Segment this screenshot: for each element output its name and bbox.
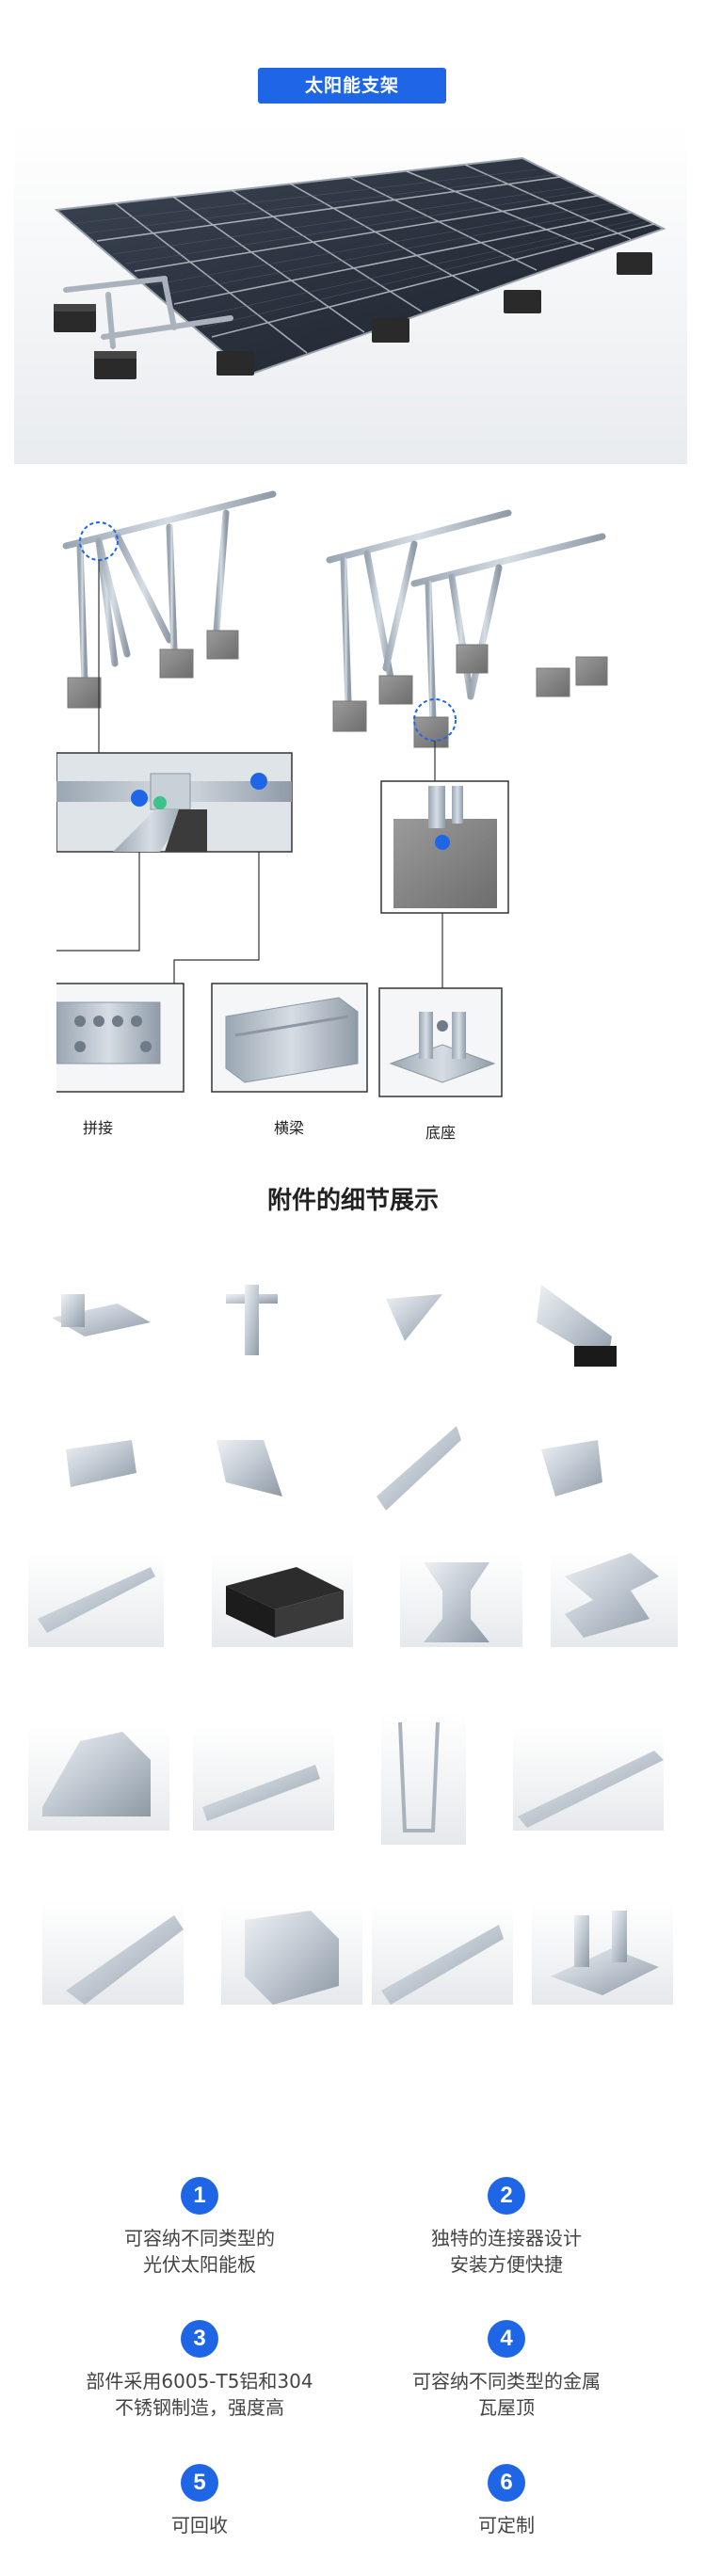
feature-1-number: 1 <box>181 2177 218 2215</box>
feature-5-badge: 5 <box>181 2464 218 2502</box>
beam-label: 横梁 <box>273 1119 304 1137</box>
base-label: 底座 <box>425 1124 456 1142</box>
feature-3-badge: 3 <box>181 2320 218 2358</box>
feature-4-number: 4 <box>488 2320 525 2358</box>
feature-3-text: 部件采用6005-T5铝和304 不锈钢制造，强度高 <box>86 2370 313 2419</box>
feature-4-text: 可容纳不同类型的金属 瓦屋顶 <box>412 2370 601 2419</box>
solar-array-image <box>14 120 687 464</box>
feature-2-number: 2 <box>488 2177 525 2215</box>
feature-1-badge: 1 <box>181 2177 218 2215</box>
feature-3-number: 3 <box>181 2320 218 2358</box>
structure-drawing <box>37 490 608 1097</box>
feature-6-number: 6 <box>488 2464 525 2502</box>
feature-6-text: 可定制 <box>478 2514 535 2536</box>
splice-label: 拼接 <box>82 1119 113 1137</box>
feature-5-text: 可回收 <box>171 2514 228 2536</box>
accessories-drawing <box>23 1285 682 2005</box>
feature-5-number: 5 <box>181 2464 218 2502</box>
feature-2-text: 独特的连接器设计 安装方便快捷 <box>431 2227 582 2276</box>
structure-diagram: 拼接 横梁 底座 <box>37 471 659 1186</box>
accessories-title: 附件的细节展示 <box>266 1187 439 1215</box>
feature-6-badge: 6 <box>488 2464 525 2502</box>
accessories-grid <box>23 1252 682 2174</box>
feature-4-badge: 4 <box>488 2320 525 2358</box>
title-badge: 太阳能支架 <box>258 68 446 104</box>
feature-1-text: 可容纳不同类型的 光伏太阳能板 <box>124 2227 275 2276</box>
feature-2-badge: 2 <box>488 2177 525 2215</box>
